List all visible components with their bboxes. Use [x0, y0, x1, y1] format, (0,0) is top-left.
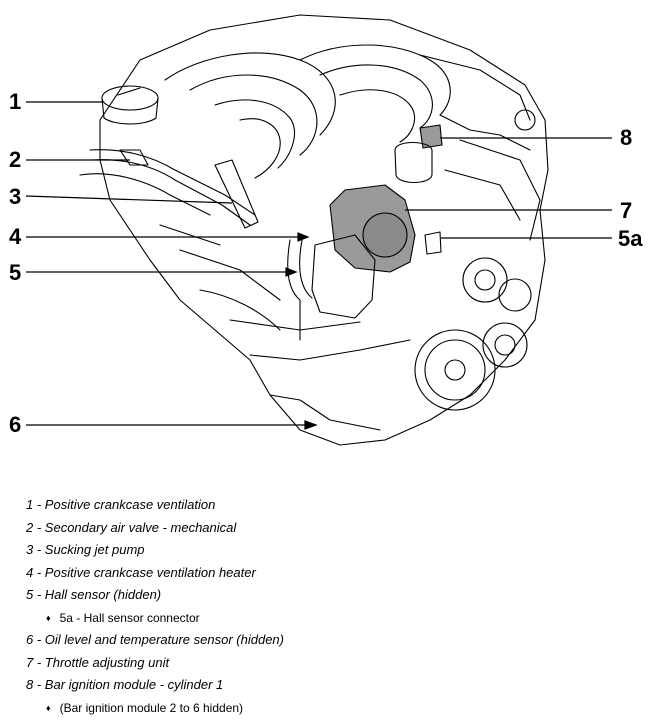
engine-outline [99, 14, 549, 446]
legend: 1 - Positive crankcase ventilation 2 - S… [26, 494, 646, 719]
legend-item-2: 2 - Secondary air valve - mechanical [26, 519, 237, 535]
leader-line-3 [25, 195, 233, 204]
callout-1: 1 [9, 89, 22, 114]
callout-8: 8 [620, 125, 633, 150]
engine-diagram [25, 14, 612, 446]
callout-2: 2 [9, 147, 22, 172]
legend-item-3: 3 - Sucking jet pump [26, 542, 145, 557]
legend-subitem-8: ♦(Bar ignition module 2 to 6 hidden) [46, 700, 244, 715]
legend-item-8: 8 - Bar ignition module - cylinder 1 [26, 677, 224, 692]
legend-item-6: 6 - Oil level and temperature sensor (hi… [26, 632, 284, 647]
callout-4: 4 [9, 224, 22, 249]
callout-6: 6 [9, 412, 22, 437]
crankcase-ventilation-cap [101, 85, 159, 111]
legend-subitem-5a: ♦5a - Hall sensor connector [46, 610, 200, 625]
legend-item-4: 4 - Positive crankcase ventilation heate… [26, 564, 256, 580]
bullet-icon: ♦ [46, 702, 51, 713]
callout-3: 3 [9, 184, 22, 209]
legend-item-5: 5 - Hall sensor (hidden) [26, 587, 162, 602]
legend-item-1: 1 - Positive crankcase ventilation [26, 497, 216, 512]
callout-5: 5 [9, 260, 22, 285]
callout-5a: 5a [618, 226, 643, 251]
crank-pulley [414, 329, 496, 411]
legend-item-7: 7 - Throttle adjusting unit [26, 654, 170, 670]
callout-7: 7 [620, 198, 633, 223]
bullet-icon: ♦ [46, 612, 51, 623]
